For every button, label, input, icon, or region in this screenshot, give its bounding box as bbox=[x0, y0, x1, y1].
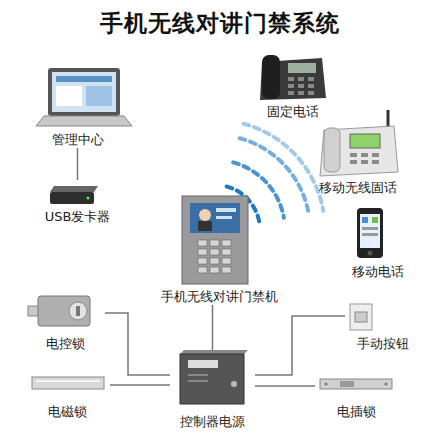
desk-phone-illustration bbox=[260, 55, 326, 100]
device-node: 手动按钮 bbox=[345, 300, 420, 352]
device-label: 固定电话 bbox=[250, 104, 335, 120]
device-label: 管理中心 bbox=[30, 132, 125, 148]
device-label: 电控锁 bbox=[25, 336, 105, 352]
wireless-phone-illustration bbox=[320, 110, 398, 176]
device-node: 控制器电源 bbox=[170, 350, 255, 430]
device-node: 移动无线固话 bbox=[305, 106, 410, 196]
wire-connector bbox=[255, 385, 315, 387]
wire-connector bbox=[105, 313, 170, 375]
strike-lock-illustration bbox=[320, 379, 392, 389]
wire-connector bbox=[110, 384, 170, 386]
usb-reader-illustration bbox=[50, 186, 98, 204]
wire-connector bbox=[255, 316, 345, 375]
manual-button-illustration bbox=[350, 304, 372, 330]
device-node: 电插锁 bbox=[315, 372, 397, 420]
mobile-phone-illustration bbox=[357, 208, 383, 258]
device-label: 移动无线固话 bbox=[305, 180, 410, 196]
magnetic-lock-illustration bbox=[32, 377, 104, 389]
wire-connector bbox=[212, 305, 214, 350]
device-node: 手机无线对讲门禁机 bbox=[145, 193, 293, 305]
device-label: 电磁锁 bbox=[25, 404, 110, 420]
device-node: 固定电话 bbox=[250, 50, 335, 120]
device-node: 电磁锁 bbox=[25, 372, 110, 420]
laptop-illustration bbox=[36, 68, 132, 126]
device-node: 移动电话 bbox=[340, 205, 415, 280]
device-label: USB发卡器 bbox=[30, 209, 125, 225]
device-label: 手机无线对讲门禁机 bbox=[145, 289, 293, 305]
device-label: 电插锁 bbox=[315, 404, 397, 420]
electric-lock-illustration bbox=[28, 296, 90, 326]
device-label: 手动按钮 bbox=[345, 336, 420, 352]
device-node: 管理中心 bbox=[30, 65, 125, 148]
wire-connector bbox=[77, 148, 79, 180]
device-label: 移动电话 bbox=[340, 264, 415, 280]
device-label: 控制器电源 bbox=[170, 414, 255, 430]
diagram-title: 手机无线对讲门禁系统 bbox=[0, 8, 440, 39]
door-panel-illustration bbox=[182, 196, 248, 284]
device-node: USB发卡器 bbox=[30, 180, 125, 225]
controller-box-illustration bbox=[180, 350, 248, 404]
device-node: 电控锁 bbox=[25, 290, 105, 352]
